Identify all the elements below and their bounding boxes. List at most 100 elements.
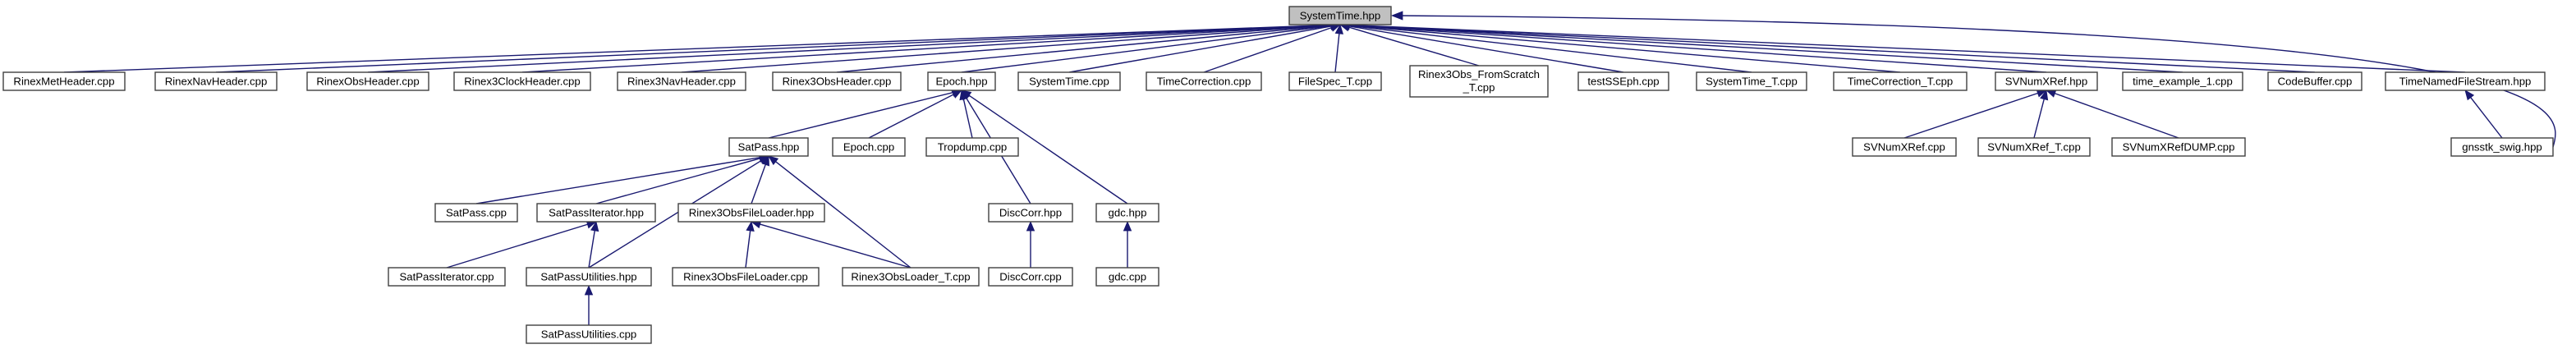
graph-node[interactable]: Rinex3ObsHeader.cpp [772,71,902,91]
graph-node[interactable]: gnsstk_swig.hpp [2450,137,2554,157]
graph-edge [521,24,1332,73]
graph-node-box [1995,71,2098,91]
graph-node-label: Rinex3ObsLoader_T.cpp [851,270,970,282]
graph-node-label: gdc.hpp [1109,206,1147,218]
graph-edge [1203,26,1332,73]
graph-edge [475,157,760,204]
graph-node-label: RinexObsHeader.cpp [316,75,419,87]
graph-node-box [988,203,1073,223]
graph-node-box [388,267,506,287]
graph-node[interactable]: Rinex3ClockHeader.cpp [453,71,591,91]
graph-node[interactable]: SystemTime.cpp [1017,71,1121,91]
graph-node[interactable]: Epoch.hpp [927,71,996,91]
graph-node-label: SVNumXRef.hpp [2005,75,2087,87]
graph-node[interactable]: SVNumXRef_T.cpp [1977,137,2091,157]
graph-node[interactable]: DiscCorr.hpp [988,203,1073,223]
graph-node[interactable]: SVNumXRef.hpp [1995,71,2098,91]
graph-node[interactable]: SatPass.cpp [434,203,518,223]
graph-edge-arrow [768,155,779,166]
graph-node[interactable]: SatPassIterator.cpp [388,267,506,287]
graph-node[interactable]: Rinex3ObsFileLoader.cpp [672,267,820,287]
graph-edge [588,230,595,269]
graph-node[interactable]: Epoch.cpp [832,137,906,157]
graph-edge [962,99,973,139]
graph-node[interactable]: TimeCorrection_T.cpp [1833,71,1968,91]
graph-node[interactable]: testSSEph.cpp [1577,71,1669,91]
graph-node-label: SatPassUtilities.hpp [540,270,636,282]
graph-edge-arrow [951,90,962,99]
graph-edge [1348,25,2047,73]
graph-node[interactable]: time_example_1.cpp [2122,71,2243,91]
graph-edge-arrow [1123,220,1132,232]
graph-node[interactable]: Tropdump.cpp [925,137,1019,157]
graph-edge [1348,25,1624,73]
graph-edge-arrow [758,155,769,165]
graph-node[interactable]: RinexObsHeader.cpp [306,71,429,91]
graph-node-label: gdc.cpp [1109,270,1146,282]
graph-node[interactable]: SatPassUtilities.hpp [526,267,652,287]
graph-node-label: SVNumXRef.cpp [1863,140,1945,153]
graph-edge [868,94,954,139]
graph-node[interactable]: SatPass.hpp [728,137,809,157]
graph-edge [1348,25,1752,73]
graph-node[interactable]: FileSpec_T.cpp [1288,71,1382,91]
graph-node[interactable]: RinexMetHeader.cpp [2,71,126,91]
graph-node-box [1852,137,1957,157]
graph-node-label: Rinex3Obs_FromScratch [1418,68,1540,80]
graph-root-node[interactable]: SystemTime.hpp [1288,6,1392,25]
graph-node-box [1146,71,1262,91]
graph-node[interactable]: SVNumXRefDUMP.cpp [2111,137,2246,157]
graph-node-label-line2: _T.cpp [1462,81,1495,94]
graph-edge-arrow [2040,89,2049,101]
graph-node-box [306,71,429,91]
graph-node-label: Epoch.hpp [935,75,987,87]
graph-edge-arrow [2464,90,2475,101]
graph-node-box [526,267,652,287]
graph-node[interactable]: CodeBuffer.cpp [2267,71,2362,91]
graph-node-label: CodeBuffer.cpp [2278,75,2353,87]
graph-node-box [1696,71,1807,91]
graph-node-box [2450,137,2554,157]
graph-node[interactable]: gdc.hpp [1095,203,1159,223]
graph-node-label: DiscCorr.hpp [999,206,1062,218]
graph-node-box [434,203,518,223]
graph-edge [1348,25,1901,73]
graph-edge [1903,92,2038,139]
graph-node[interactable]: SVNumXRef.cpp [1852,137,1957,157]
graph-edge [367,24,1332,73]
graph-node-box [453,71,591,91]
graph-node[interactable]: Rinex3Obs_FromScratch_T.cpp [1409,65,1549,98]
graph-node-label: SatPassUtilities.cpp [541,328,637,340]
graph-edge [588,160,762,269]
graph-node[interactable]: TimeCorrection.cpp [1146,71,1262,91]
graph-edge [1395,15,2556,148]
graph-edge [1348,24,2183,73]
graph-edge-arrow [584,284,594,296]
graph-edge-arrow [961,90,972,99]
graph-edge [2470,97,2503,139]
graph-node-box [2,71,126,91]
graph-node[interactable]: gdc.cpp [1095,267,1159,287]
graph-node[interactable]: TimeNamedFileStream.hpp [2385,71,2546,91]
graph-node[interactable]: DiscCorr.cpp [988,267,1073,287]
graph-node-label: Rinex3ObsFileLoader.hpp [689,206,815,218]
graph-node[interactable]: Rinex3NavHeader.cpp [617,71,746,91]
graph-node-label: RinexMetHeader.cpp [13,75,114,87]
graph-node-label: SatPassIterator.hpp [549,206,644,218]
graph-edge [1348,24,2466,73]
graph-edge [2033,99,2045,139]
graph-node-box [728,137,809,157]
graph-edge [745,230,751,269]
graph-edge [215,24,1332,73]
graph-node[interactable]: SystemTime_T.cpp [1696,71,1807,91]
graph-edge [751,164,766,204]
graph-node[interactable]: SatPassIterator.hpp [536,203,656,223]
graph-node[interactable]: SatPassUtilities.cpp [526,324,652,344]
graph-node-box [2111,137,2246,157]
graph-edge [63,24,1332,73]
graph-node[interactable]: Rinex3ObsFileLoader.hpp [677,203,825,223]
graph-node-box [2122,71,2243,91]
graph-node[interactable]: Rinex3ObsLoader_T.cpp [842,267,980,287]
graph-node-label: SatPass.hpp [738,140,800,153]
graph-node[interactable]: RinexNavHeader.cpp [154,71,278,91]
